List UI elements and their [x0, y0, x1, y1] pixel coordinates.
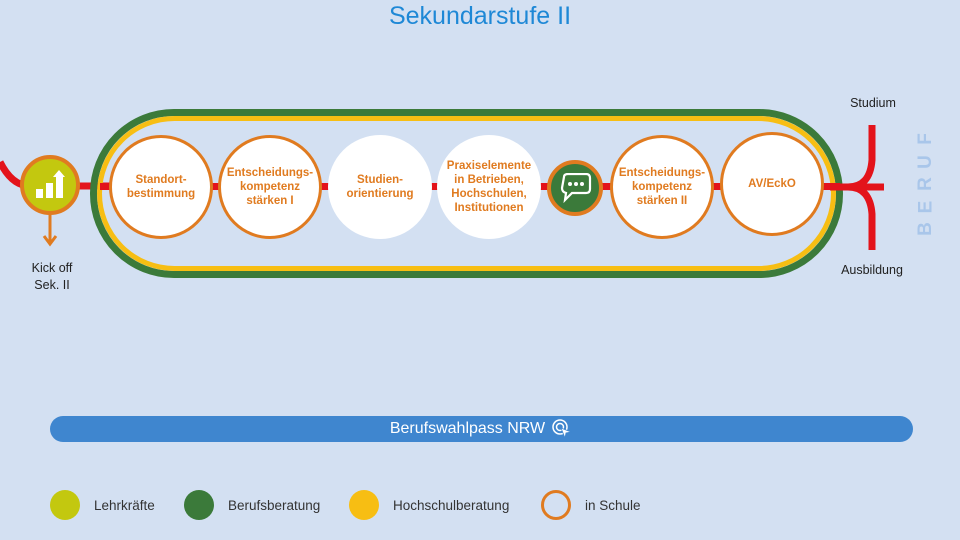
- station-entscheidungskompetenz-1: Entscheidungs- kompetenz stärken I: [218, 135, 322, 239]
- legend-berufsberatung: Berufsberatung: [184, 490, 320, 520]
- exit-studium-label: Studium: [850, 96, 896, 110]
- beruf-letter: F: [914, 133, 936, 145]
- berufswahlpass-bar[interactable]: Berufswahlpass NRW: [50, 416, 913, 442]
- legend-hochschulberatung: Hochschulberatung: [349, 490, 509, 520]
- legend-swatch: [541, 490, 571, 520]
- page-title: Sekundarstufe II: [388, 2, 572, 30]
- station-berufsberatung-chat: [547, 160, 603, 216]
- legend-in-schule: in Schule: [541, 490, 641, 520]
- legend-swatch: [349, 490, 379, 520]
- exit-ausbildung-label: Ausbildung: [841, 263, 903, 277]
- station-entscheidungskompetenz-2: Entscheidungs- kompetenz stärken II: [610, 135, 714, 239]
- berufswahlpass-label: Berufswahlpass NRW: [389, 420, 546, 437]
- beruf-letter: E: [915, 200, 936, 213]
- legend-swatch: [50, 490, 80, 520]
- station-studienorientierung: Studien- orientierung: [328, 135, 432, 239]
- station-av-ecko: AV/EckO: [720, 132, 824, 236]
- track-outer-ring: [90, 109, 843, 278]
- legend-lehrkraefte: Lehrkräfte: [50, 490, 155, 520]
- beruf-letter: R: [914, 177, 936, 191]
- cursor-click-icon: [552, 419, 573, 440]
- kickoff-label: Kick off Sek. II: [31, 261, 73, 292]
- bar-chart-arrow-icon: [36, 170, 65, 198]
- track-inner-ring: [97, 116, 836, 271]
- chat-bubble-icon: [560, 173, 592, 203]
- beruf-letter: U: [914, 154, 936, 169]
- exit-fork: [830, 125, 884, 250]
- beruf-letter: B: [914, 222, 936, 236]
- legend-swatch: [184, 490, 214, 520]
- kickoff-arrow-icon: [42, 214, 58, 247]
- kickoff-station: [20, 155, 80, 215]
- station-praxiselemente: Praxiselemente in Betrieben, Hochschulen…: [437, 135, 541, 239]
- station-standortbestimmung: Standort- bestimmung: [109, 135, 213, 239]
